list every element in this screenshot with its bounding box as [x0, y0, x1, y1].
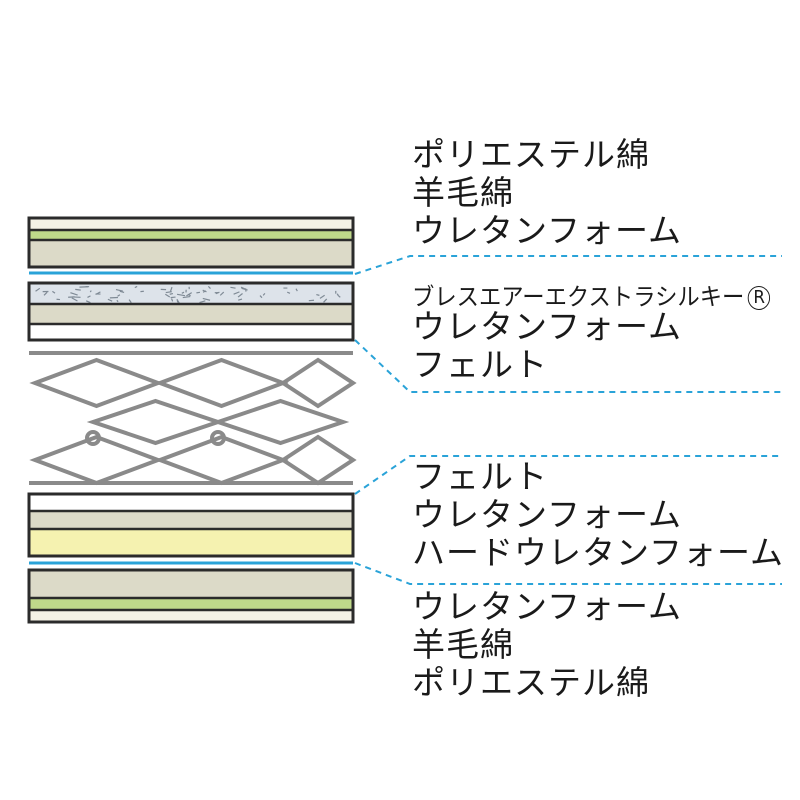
air-fiber — [287, 291, 291, 294]
air-fiber — [169, 293, 174, 295]
spring-coil — [86, 398, 225, 446]
air-fiber — [169, 286, 173, 292]
label-hard-urethane: ハードウレタンフォーム — [412, 533, 785, 572]
label-upper-felt: フェルト — [412, 345, 548, 384]
air-fiber — [71, 297, 78, 302]
air-fiber — [262, 292, 266, 296]
top-pad — [27, 216, 355, 269]
spring-coil — [211, 398, 350, 446]
label-lower-felt: フェルト — [412, 457, 548, 496]
air-fiber — [323, 298, 328, 303]
air-fiber — [170, 298, 174, 302]
air-fiber — [238, 298, 243, 301]
leader-bottom-pad-top — [354, 562, 782, 585]
air-fiber — [199, 300, 206, 304]
air-fiber — [43, 291, 48, 296]
leader-lower-layer-top — [354, 455, 782, 495]
spring-loop — [85, 430, 101, 446]
leader-lines — [354, 255, 782, 585]
air-fiber — [116, 299, 119, 303]
label-upper-urethane: ウレタンフォーム — [412, 307, 683, 346]
breath-air-texture — [35, 285, 341, 305]
bottom-pad-polyester-layer — [29, 610, 353, 622]
top-pad-wool-layer — [29, 230, 353, 240]
air-fiber — [115, 288, 123, 292]
bottom-pad-wool-layer — [29, 598, 353, 610]
leader-upper-layer-bottom — [354, 339, 782, 393]
air-fiber — [233, 291, 240, 295]
spring-coil — [279, 357, 357, 409]
air-fiber — [319, 294, 325, 299]
upper-felt-layer — [29, 324, 353, 340]
air-fiber — [196, 291, 201, 294]
spring-coil — [154, 357, 289, 409]
top-pad-polyester-layer — [29, 218, 353, 230]
spring-loop — [210, 430, 226, 446]
air-fiber — [52, 290, 56, 294]
registered-mark: R — [748, 286, 771, 310]
lower-urethane-layer — [29, 511, 353, 529]
label-bottom-urethane: ウレタンフォーム — [412, 587, 683, 626]
air-fiber — [165, 293, 171, 298]
label-bottom-polyester: ポリエステル綿 — [412, 663, 650, 702]
label-top-wool: 羊毛綿 — [412, 173, 514, 212]
air-fiber — [259, 295, 263, 299]
air-fiber — [202, 289, 207, 293]
air-fiber — [316, 293, 320, 296]
hard-urethane-layer — [29, 529, 353, 556]
label-top-urethane: ウレタンフォーム — [412, 211, 683, 250]
air-fiber — [219, 291, 225, 296]
lower-felt-layer — [29, 494, 353, 511]
air-fiber — [230, 286, 236, 289]
spring-unit — [29, 351, 357, 486]
air-fiber — [237, 293, 243, 298]
air-fiber — [186, 292, 193, 297]
air-fiber — [182, 295, 191, 299]
label-breath-air-text: ブレスエアーエクストラシルキー — [412, 283, 745, 311]
air-fiber — [117, 294, 121, 297]
air-fiber — [75, 288, 81, 291]
air-fiber — [128, 299, 132, 304]
air-fiber — [181, 291, 185, 294]
air-fiber — [165, 291, 172, 294]
air-fiber — [89, 290, 92, 293]
bottom-pad — [27, 568, 355, 624]
spring-coil — [29, 357, 164, 409]
air-fiber — [176, 293, 186, 297]
air-fiber — [85, 300, 91, 304]
air-fiber — [35, 287, 41, 292]
bottom-pad-urethane-layer — [29, 570, 353, 598]
label-lower-urethane: ウレタンフォーム — [412, 495, 683, 534]
air-fiber — [134, 285, 138, 289]
air-fiber — [70, 292, 78, 296]
label-top-polyester: ポリエステル綿 — [412, 135, 650, 174]
air-fiber — [337, 294, 341, 298]
air-fiber — [202, 297, 211, 301]
air-fiber — [87, 295, 91, 298]
label-bottom-wool: 羊毛綿 — [412, 625, 514, 664]
air-fiber — [241, 287, 248, 291]
air-fiber — [207, 285, 211, 290]
air-fiber — [119, 290, 125, 294]
top-pad-urethane-layer — [29, 240, 353, 267]
air-fiber — [107, 298, 113, 302]
leader-top-pad-bottom — [354, 255, 782, 275]
air-fiber — [170, 296, 176, 299]
upper-urethane-layer — [29, 304, 353, 324]
lower-layer — [27, 492, 355, 558]
upper-layer — [27, 281, 355, 342]
air-fiber — [295, 288, 298, 292]
spring-coil — [279, 434, 357, 486]
